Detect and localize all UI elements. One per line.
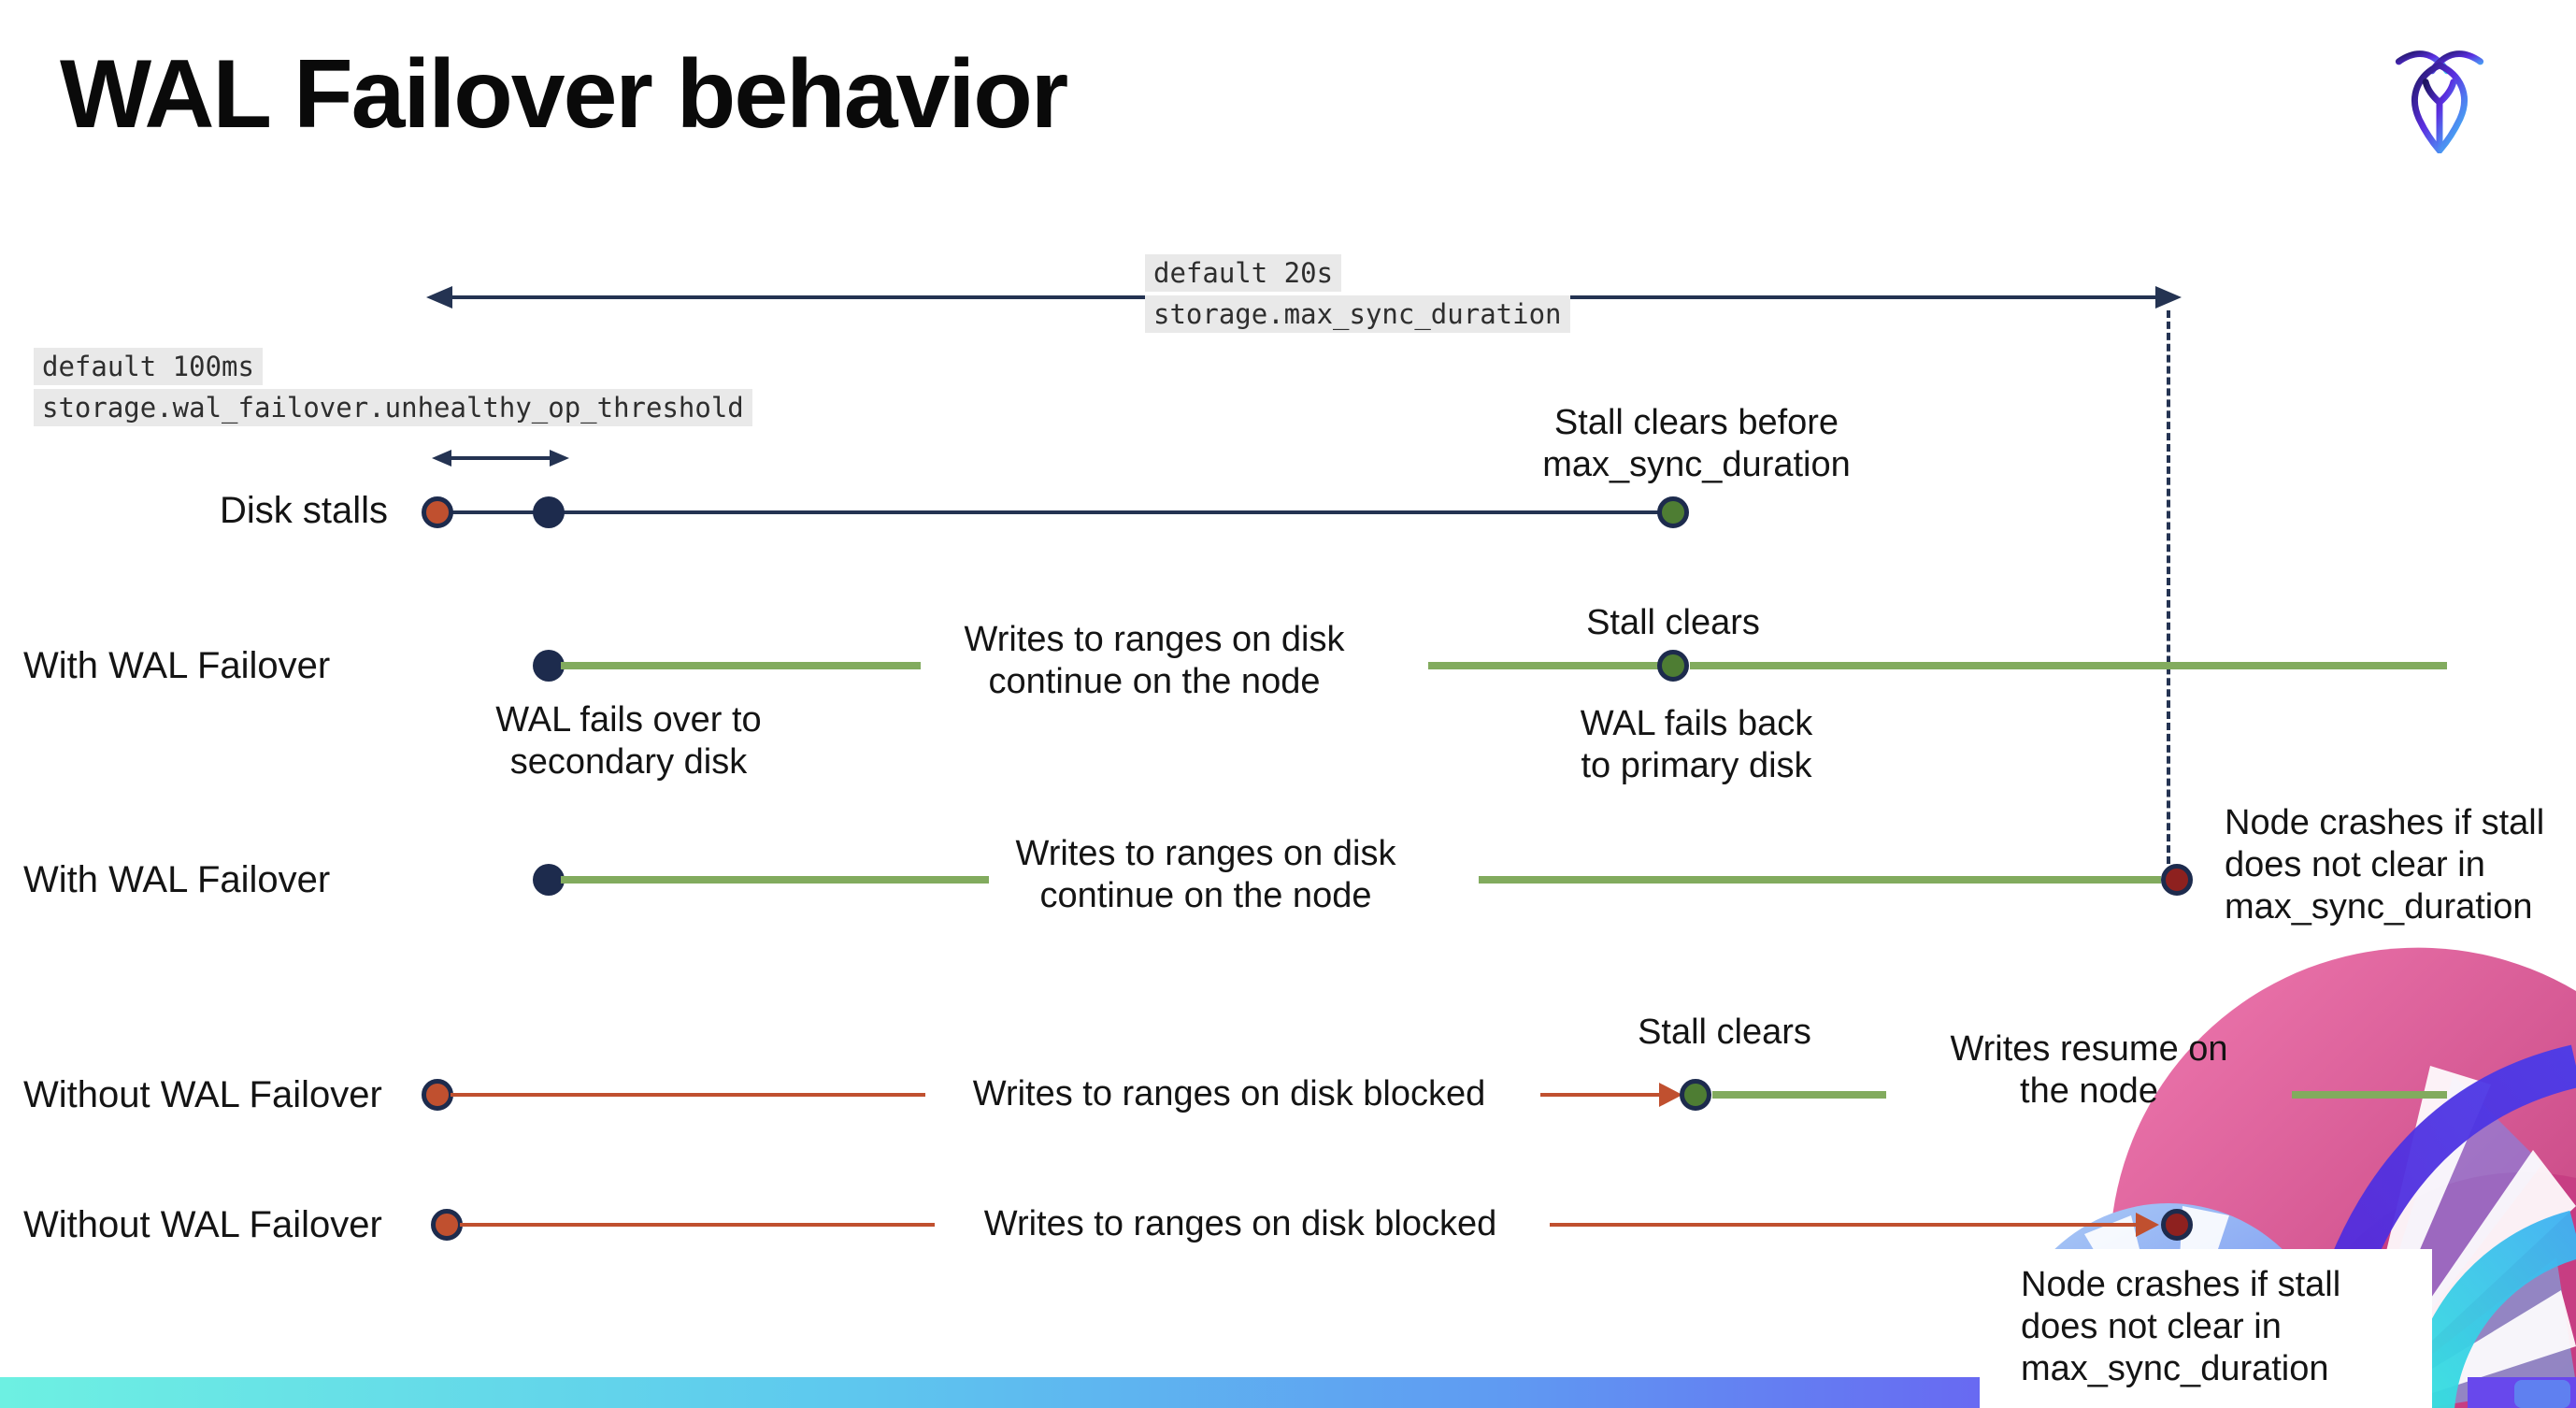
timeline-line	[2292, 1091, 2447, 1099]
note-stall-clears: Stall clears	[1638, 1013, 1811, 1052]
unhealthy-op-threshold-setting-chip: storage.wal_failover.unhealthy_op_thresh…	[34, 389, 752, 426]
arrow-right-head-icon	[2155, 286, 2182, 309]
max-sync-duration-setting-chip: storage.max_sync_duration	[1145, 295, 1570, 333]
note-writes-continue: Writes to ranges on disk continue on the…	[1015, 834, 1396, 915]
arrow-right-head-icon	[550, 450, 569, 467]
note-writes-continue: Writes to ranges on disk continue on the…	[964, 620, 1345, 701]
timeline-line	[1712, 1091, 1886, 1099]
node-crash-dot	[2161, 864, 2193, 896]
note-wal-fails-back: WAL fails back to primary disk	[1580, 704, 1813, 785]
red-arrow-head-icon	[2136, 1213, 2159, 1237]
default-100ms-chip: default 100ms	[34, 348, 263, 385]
node-crash-dot	[2161, 1209, 2193, 1241]
timeline-line	[1428, 662, 1658, 669]
note-node-crashes: Node crashes if stall does not clear in …	[2021, 1265, 2341, 1388]
timeline-line	[1479, 876, 2161, 884]
page-title: WAL Failover behavior	[60, 40, 1068, 149]
timeline-line	[460, 1223, 935, 1227]
stall-clear-dot	[1657, 496, 1689, 528]
arrow-left-head-icon	[432, 450, 451, 467]
note-writes-blocked: Writes to ranges on disk blocked	[972, 1074, 1486, 1113]
failover-threshold-dot	[533, 496, 565, 528]
timeline-line	[1550, 1223, 2139, 1227]
row-label-without-wal-failover: Without WAL Failover	[23, 1074, 382, 1115]
row-label-disk-stalls: Disk stalls	[219, 490, 388, 531]
timeline-line	[1690, 662, 2447, 669]
disk-stall-start-dot	[431, 1209, 463, 1241]
cockroachdb-logo-icon	[2395, 50, 2484, 153]
note-stall-clears: Stall clears	[1586, 603, 1760, 642]
timeline-line	[1540, 1093, 1662, 1097]
unhealthy-op-threshold-arrow	[447, 456, 553, 460]
note-wal-fails-over: WAL fails over to secondary disk	[495, 700, 762, 782]
node-crash-callout-box: Node crashes if stall does not clear in …	[1980, 1249, 2432, 1408]
timeline-line	[561, 662, 921, 669]
note-writes-resume: Writes resume on the node	[1950, 1029, 2228, 1111]
timeline-line	[561, 876, 989, 884]
note-node-crashes: Node crashes if stall does not clear in …	[2225, 803, 2545, 927]
timeline-line	[451, 1093, 925, 1097]
failover-dot	[533, 650, 565, 682]
timeline-line	[439, 510, 1664, 514]
disk-stall-start-dot	[422, 1079, 453, 1111]
stall-clear-dot	[1680, 1079, 1711, 1111]
row-label-without-wal-failover: Without WAL Failover	[23, 1204, 382, 1245]
stall-clear-dot	[1657, 650, 1689, 682]
disk-stall-start-dot	[422, 496, 453, 528]
note-writes-blocked: Writes to ranges on disk blocked	[983, 1204, 1497, 1243]
failover-dot	[533, 864, 565, 896]
max-sync-boundary-dashed-line	[2167, 310, 2170, 864]
row-label-with-wal-failover: With WAL Failover	[23, 645, 331, 686]
default-20s-chip: default 20s	[1145, 254, 1342, 292]
row-label-with-wal-failover: With WAL Failover	[23, 859, 331, 900]
red-arrow-head-icon	[1659, 1083, 1682, 1107]
arrow-left-head-icon	[426, 286, 452, 309]
note-stall-clears-before: Stall clears before max_sync_duration	[1542, 403, 1851, 484]
